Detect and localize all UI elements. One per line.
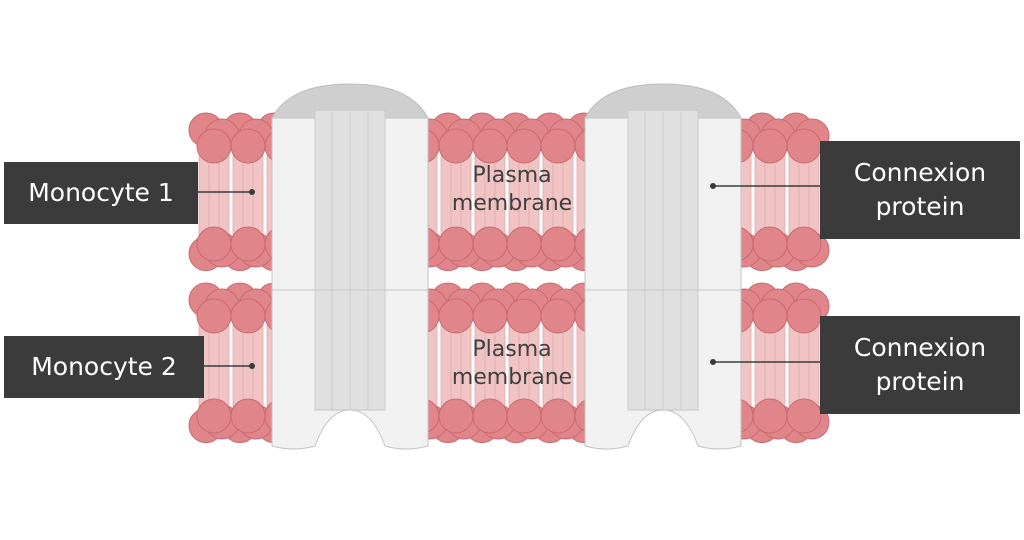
monocyte-2-label-text: Monocyte 2 [31, 352, 177, 381]
plasma-word: Plasma [472, 337, 552, 362]
lipid-tail [208, 151, 220, 239]
phospholipid-head [540, 128, 576, 164]
phospholipid-head [786, 128, 822, 164]
connexon-channel-group [271, 83, 742, 450]
connexion-protein-label-top: Connexion protein [820, 141, 1020, 239]
leader-dot [710, 359, 716, 365]
phospholipid-head [196, 298, 232, 334]
lipid-tail [764, 151, 776, 239]
phospholipid-head [196, 128, 232, 164]
lipid-tail [764, 321, 776, 411]
phospholipid-head [506, 226, 542, 262]
monocyte-1-label-text: Monocyte 1 [28, 178, 174, 207]
phospholipid-head [196, 398, 232, 434]
phospholipid-head [196, 226, 232, 262]
phospholipid-head [438, 398, 474, 434]
connexon-channel [271, 83, 429, 450]
connexion-label-line-1: Connexion [853, 333, 987, 362]
phospholipid-head [786, 298, 822, 334]
lipid-tail [242, 151, 254, 239]
leader-dot [710, 183, 716, 189]
phospholipid-head [472, 226, 508, 262]
lipid-tail [740, 321, 752, 411]
lipid-tail [788, 321, 800, 411]
lipid-tail [808, 151, 820, 239]
phospholipid-head [438, 298, 474, 334]
monocyte-2-label: Monocyte 2 [4, 336, 204, 398]
lipid-tail [808, 321, 820, 411]
leader-line-group [198, 183, 820, 369]
phospholipid-head [506, 298, 542, 334]
membrane-word: membrane [451, 191, 573, 216]
lipid-tail [198, 151, 210, 239]
phospholipid-head [786, 398, 822, 434]
phospholipid-head [438, 226, 474, 262]
lipid-tail [788, 151, 800, 239]
phospholipid-head [438, 128, 474, 164]
membrane-word: membrane [451, 365, 573, 390]
phospholipid-head [540, 226, 576, 262]
phospholipid-head [506, 128, 542, 164]
phospholipid-head [786, 226, 822, 262]
lipid-tail [754, 321, 766, 411]
connexion-label-line-2: protein [875, 367, 965, 396]
lipid-tail [252, 151, 264, 239]
lipid-bilayer-block [710, 112, 830, 272]
phospholipid-head [752, 298, 788, 334]
lipid-tail [754, 151, 766, 239]
lipid-tail [798, 151, 810, 239]
phospholipid-head [540, 398, 576, 434]
phospholipid-head [752, 128, 788, 164]
phospholipid-head [472, 128, 508, 164]
phospholipid-head [506, 398, 542, 434]
lipid-tail [774, 321, 786, 411]
phospholipid-head [230, 298, 266, 334]
lipid-tail [218, 151, 230, 239]
leader-dot [249, 363, 255, 369]
plasma-membrane-text-bottom: Plasma membrane [422, 336, 602, 392]
connexon-channel [584, 83, 742, 450]
phospholipid-head [230, 398, 266, 434]
monocyte-1-label: Monocyte 1 [4, 162, 198, 224]
phospholipid-head [472, 298, 508, 334]
connexion-label-line-2: protein [875, 192, 965, 221]
connexon-top-cap [584, 83, 742, 119]
phospholipid-head [230, 226, 266, 262]
leader-dot [249, 189, 255, 195]
lipid-tail [740, 151, 752, 239]
connexion-protein-label-bottom: Connexion protein [820, 316, 1020, 414]
phospholipid-head [752, 398, 788, 434]
plasma-word: Plasma [472, 163, 552, 188]
phospholipid-head [472, 398, 508, 434]
phospholipid-head [230, 128, 266, 164]
lipid-tail [798, 321, 810, 411]
plasma-membrane-text-top: Plasma membrane [422, 162, 602, 218]
connexion-label-line-1: Connexion [853, 158, 987, 187]
phospholipid-head [752, 226, 788, 262]
connexon-top-cap [271, 83, 429, 119]
lipid-tail [774, 151, 786, 239]
lipid-tail [232, 151, 244, 239]
phospholipid-head [540, 298, 576, 334]
